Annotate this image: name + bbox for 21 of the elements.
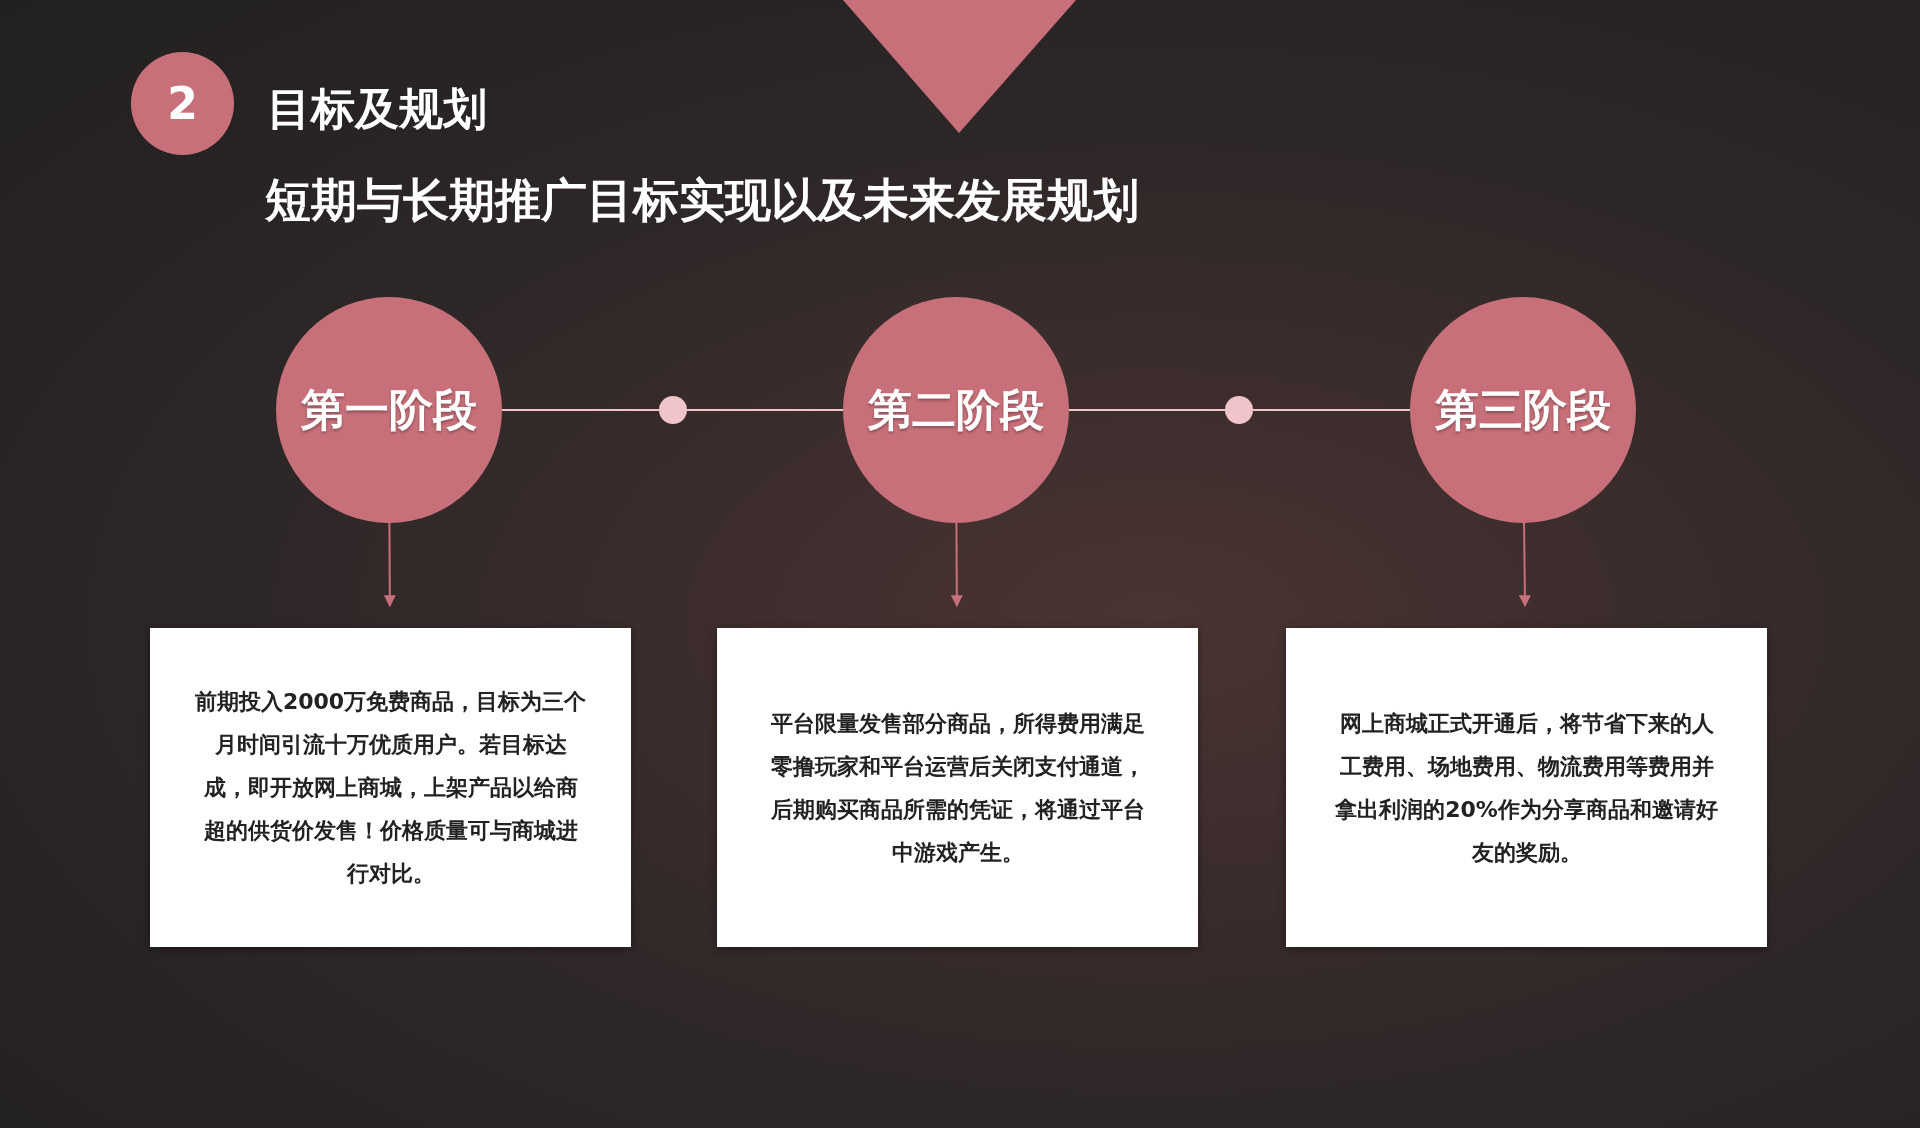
- slide-title: 目标及规划: [267, 82, 487, 136]
- card-text: 网上商城正式开通后，将节省下来的人工费用、场地费用、物流费用等费用并拿出利润的20%作为分享商品和邀请好友的奖励。: [1334, 709, 1719, 867]
- circle-marker: [1225, 396, 1253, 424]
- subtitle: 短期与长期推广目标实现以及未来发展规划: [265, 172, 1139, 229]
- timeline-line: [501, 409, 660, 411]
- text-card: [150, 628, 631, 947]
- badge-number: 2: [167, 78, 198, 129]
- arrow: [950, 522, 963, 608]
- timeline-line: [686, 409, 844, 411]
- circle-marker: [659, 396, 687, 424]
- stage-label: 第一阶段: [301, 382, 477, 437]
- arrow: [1518, 522, 1531, 608]
- stage-label: 第二阶段: [868, 382, 1044, 437]
- timeline-line: [1068, 409, 1226, 411]
- text-card: [717, 628, 1198, 947]
- stage-label: 第三阶段: [1435, 382, 1611, 437]
- text-card: [1286, 628, 1767, 947]
- card-text: 前期投入2000万免费商品，目标为三个月时间引流十万优质用户。若目标达成，即开放网上商城，上架产品以给商超的供货价发售！价格质量可与商城进行对比。: [194, 688, 587, 888]
- timeline-line: [1252, 409, 1411, 411]
- card-text: 平台限量发售部分商品，所得费用满足零撸玩家和平台运营后关闭支付通道，后期购买商品所需的凭证，将通过平台中游戏产生。: [769, 709, 1146, 867]
- arrow: [383, 522, 396, 608]
